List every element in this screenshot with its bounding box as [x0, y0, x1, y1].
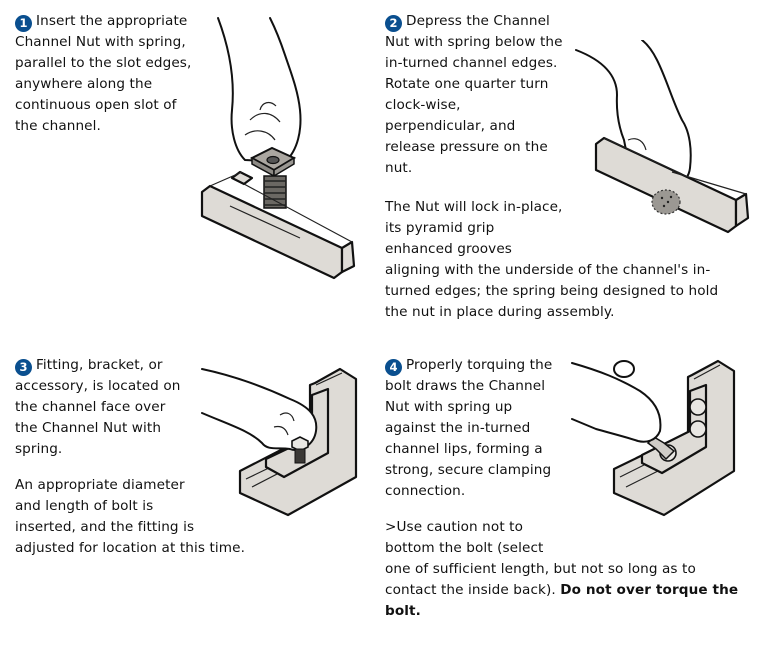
channel-icon	[200, 170, 356, 280]
step-1-line: parallel to the slot edges,	[15, 55, 192, 71]
step-number-badge: 2	[385, 15, 402, 32]
spring-icon	[263, 175, 287, 209]
step-2-line: release pressure on the	[385, 139, 548, 155]
step-1-line: anywhere along the	[15, 76, 153, 92]
step-2-line: perpendicular, and	[385, 118, 516, 134]
step-4-line: channel lips, forming a	[385, 441, 543, 457]
warning-text: Do not over torque the	[560, 582, 739, 598]
step-2-note-line: The Nut will lock in-place,	[385, 199, 563, 215]
step-1-line: the channel.	[15, 118, 101, 134]
step-1-line: continuous open slot of	[15, 97, 177, 113]
step-2-note-line: enhanced grooves	[385, 241, 512, 257]
step-4-note-line: bottom the bolt (select	[385, 540, 544, 556]
step-2-illustration	[575, 40, 750, 234]
step-4-line: connection.	[385, 483, 466, 499]
step-number-badge: 4	[385, 359, 402, 376]
step-4-line: Nut with spring up	[385, 399, 513, 415]
hand-icon	[217, 17, 302, 163]
wrench-icon	[646, 436, 676, 461]
step-1-line: Channel Nut with spring,	[15, 34, 186, 50]
step-3-note-line: An appropriate diameter	[15, 477, 185, 493]
step-number-badge: 1	[15, 15, 32, 32]
step-2-note-line: turned edges; the spring being designed …	[385, 283, 719, 299]
step-4-note-line: contact the inside back).	[385, 582, 561, 598]
step-2-note-line: its pyramid grip	[385, 220, 495, 236]
channel-icon	[594, 136, 750, 234]
step-3-note: An appropriate diameter and length of bo…	[15, 475, 245, 559]
step-2-note: The Nut will lock in-place, its pyramid …	[385, 197, 718, 323]
step-4-line: Properly torquing the	[406, 357, 553, 373]
step-4-line: strong, secure clamping	[385, 462, 552, 478]
warning-text: bolt.	[385, 603, 421, 619]
pyramid-grip-icon	[651, 189, 681, 215]
step-4-note-line: one of sufficient length, but not so lon…	[385, 561, 696, 577]
step-4-note: >Use caution not to bottom the bolt (sel…	[385, 517, 738, 622]
step-3-illustration	[201, 367, 358, 517]
step-2-line: nut.	[385, 160, 413, 176]
step-2-line: Depress the Channel	[406, 13, 550, 29]
step-2-note-line: the nut in place during assembly.	[385, 304, 615, 320]
step-2-note-line: aligning with the underside of the chann…	[385, 262, 711, 278]
step-3-note-line: inserted, and the fitting is	[15, 519, 195, 535]
step-4-note-line: >Use caution not to	[385, 519, 524, 535]
step-4-line: against the in-turned	[385, 420, 531, 436]
step-2-line: Rotate one quarter turn	[385, 76, 549, 92]
step-4-line: bolt draws the Channel	[385, 378, 546, 394]
step-3-line: spring.	[15, 441, 63, 457]
step-3-note-line: and length of bolt is	[15, 498, 154, 514]
step-1-line: Insert the appropriate	[36, 13, 188, 29]
step-3-line: the channel face over	[15, 399, 166, 415]
step-3-line: Fitting, bracket, or	[36, 357, 163, 373]
step-3-note-line: adjusted for location at this time.	[15, 540, 245, 556]
step-number-badge: 3	[15, 359, 32, 376]
step-3-line: accessory, is located on	[15, 378, 181, 394]
step-2-line: in-turned channel edges.	[385, 55, 558, 71]
step-1-illustration	[200, 17, 356, 280]
step-4-illustration	[571, 359, 736, 517]
step-2-line: Nut with spring below the	[385, 34, 563, 50]
hand-icon	[571, 360, 662, 443]
step-2-line: clock-wise,	[385, 97, 461, 113]
step-3-line: the Channel Nut with	[15, 420, 162, 436]
bolt-icon	[291, 436, 309, 464]
